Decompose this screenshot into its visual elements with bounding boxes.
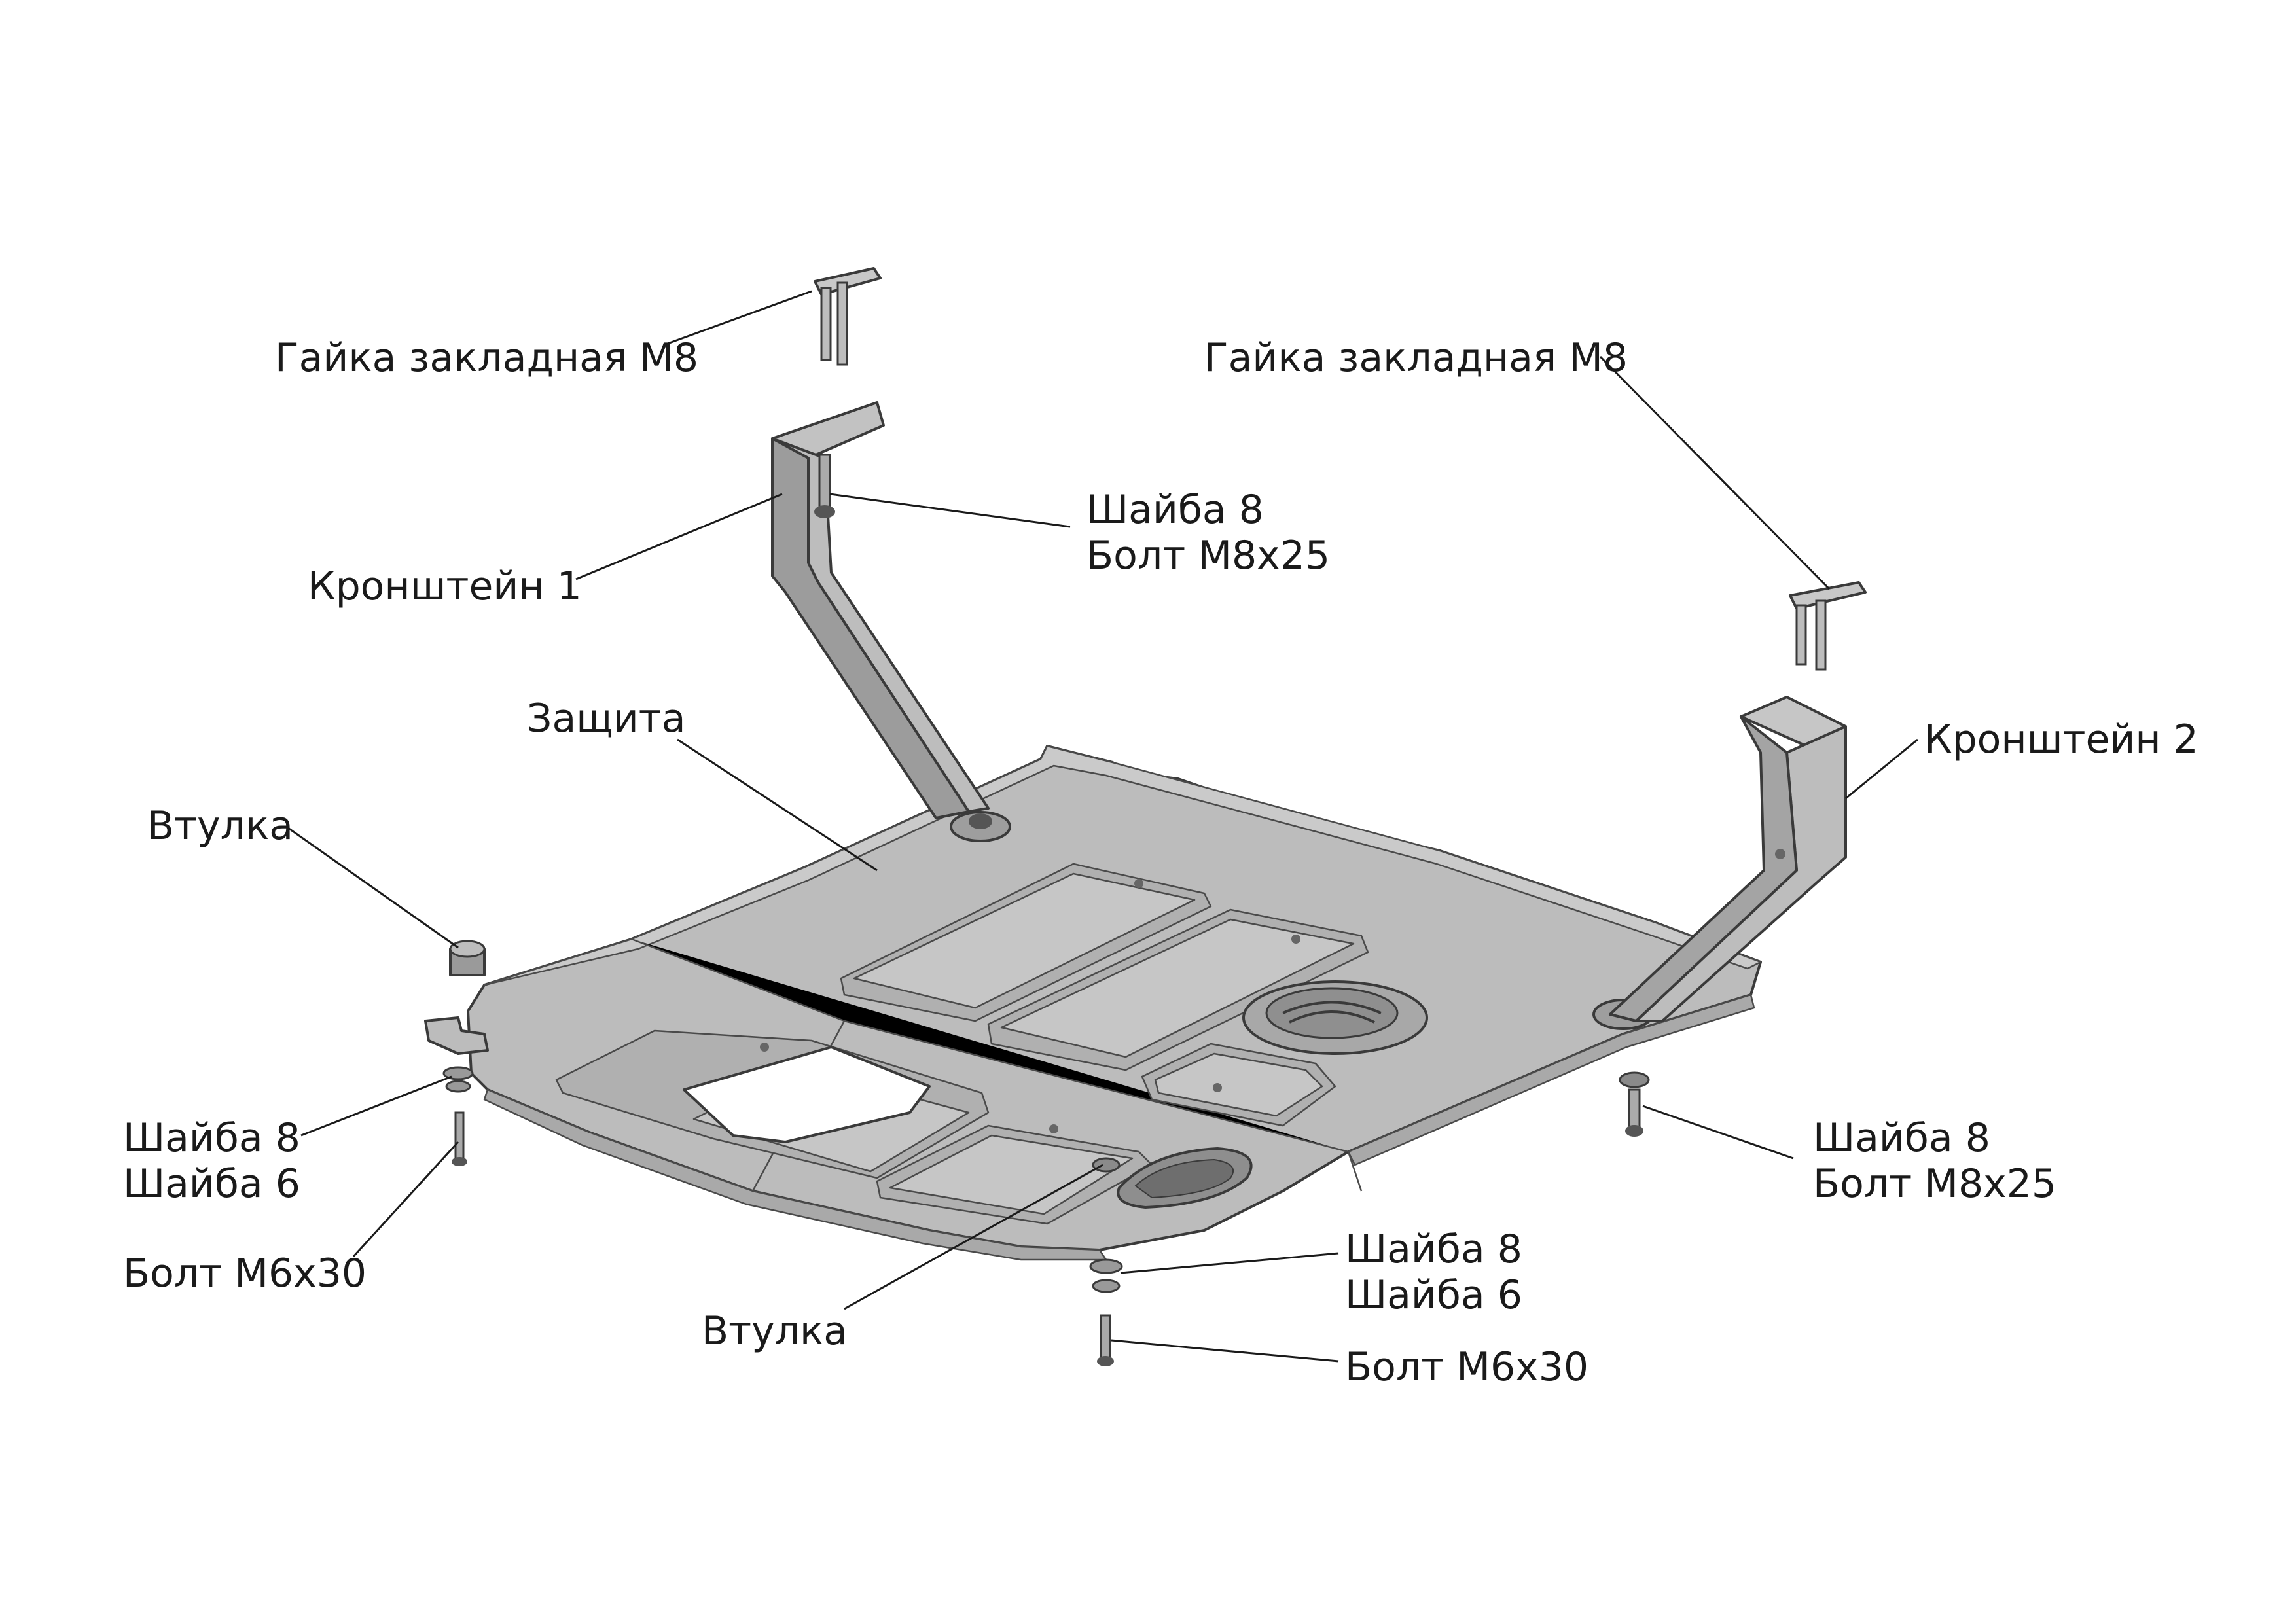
label-insert-nut-left: Гайка закладная М8 xyxy=(275,335,699,381)
label-insert-nut-right: Гайка закладная М8 xyxy=(1204,335,1628,381)
label-bolt-m8x25-top: Болт М8х25 xyxy=(1086,533,1331,579)
label-bushing-left: Втулка xyxy=(147,803,293,849)
label-washer-8-left: Шайба 8 xyxy=(123,1115,300,1161)
label-bolt-m6x30-left: Болт М6х30 xyxy=(123,1251,367,1296)
skid-plate xyxy=(424,745,1762,1261)
bolt-m6x30-bottom xyxy=(1097,1314,1114,1366)
drain-hatch xyxy=(1242,980,1428,1055)
label-bushing-bottom: Втулка xyxy=(702,1308,848,1354)
bushing-bottom xyxy=(1092,1157,1121,1173)
front-hatch xyxy=(1117,1147,1253,1209)
washers-left xyxy=(442,1066,474,1093)
washers-bottom xyxy=(1089,1258,1123,1293)
leader-lines xyxy=(287,290,1918,1363)
label-washer-8-right: Шайба 8 xyxy=(1813,1115,1990,1161)
bolt-m8x25-top xyxy=(814,454,835,518)
label-washer-8-top: Шайба 8 xyxy=(1086,487,1264,533)
insert-nut-right xyxy=(1789,581,1867,671)
label-bracket-2: Кронштейн 2 xyxy=(1924,717,2198,762)
label-bolt-m8x25-right: Болт М8х25 xyxy=(1813,1161,2057,1207)
label-washer-6-bottom: Шайба 6 xyxy=(1345,1272,1522,1318)
insert-nut-left xyxy=(814,267,882,366)
label-washer-6-left: Шайба 6 xyxy=(123,1161,300,1207)
bolt-m6x30-left xyxy=(452,1111,467,1166)
bracket-2 xyxy=(1609,696,1847,1022)
bracket-1 xyxy=(771,401,990,819)
label-guard: Защита xyxy=(527,696,686,741)
label-bracket-1: Кронштейн 1 xyxy=(308,563,582,609)
label-washer-8-bottom: Шайба 8 xyxy=(1345,1226,1522,1272)
label-bolt-m6x30-bottom: Болт М6х30 xyxy=(1345,1344,1589,1390)
bushing-left xyxy=(449,940,486,976)
bolt-m8x25-right xyxy=(1619,1071,1650,1137)
